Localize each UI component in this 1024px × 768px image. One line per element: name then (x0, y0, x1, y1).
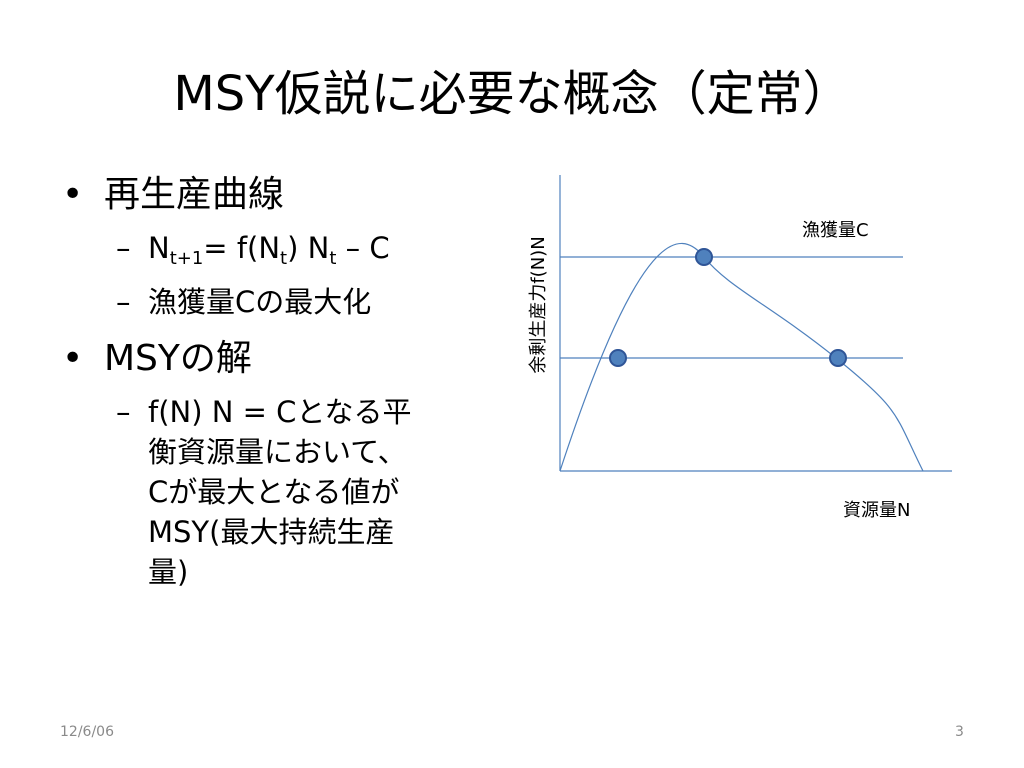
equilibrium-point-low (609, 349, 627, 367)
formula-sub: t (280, 248, 288, 269)
formula-part: = f(N (203, 231, 281, 265)
formula-part: ) N (287, 231, 330, 265)
y-axis-label: 余剰生産力f(N)N (528, 236, 549, 373)
sub-bullet-formula: – Nt+1= f(Nt) Nt – C (62, 228, 512, 268)
bullet-list: • 再生産曲線 – Nt+1= f(Nt) Nt – C – 漁獲量Cの最大化 … (62, 172, 512, 606)
sub-bullet-text: f(N) N = Cとなる平衡資源量において、Cが最大となる値がMSY(最大持続… (148, 395, 412, 589)
footer-date: 12/6/06 (60, 724, 114, 740)
surplus-production-chart: 漁獲量C 資源量N 余剰生産力f(N)N (528, 175, 952, 521)
formula-sub: t (329, 248, 337, 269)
dash-icon: – (116, 285, 131, 319)
formula-part: – C (336, 231, 390, 265)
sub-bullet: – f(N) N = Cとなる平衡資源量において、Cが最大となる値がMSY(最大… (62, 392, 418, 592)
formula-n: N (148, 231, 170, 265)
page-number: 3 (955, 724, 964, 740)
formula-sub: t+1 (169, 248, 204, 269)
sub-bullet: – 漁獲量Cの最大化 (62, 282, 512, 322)
bullet-item: • 再生産曲線 (62, 172, 512, 218)
bullet-icon: • (62, 338, 84, 379)
dash-icon: – (116, 395, 131, 429)
equilibrium-point-high (829, 349, 847, 367)
catch-label: 漁獲量C (802, 220, 869, 241)
bullet-text: 再生産曲線 (104, 174, 285, 215)
slide-title: MSY仮説に必要な概念（定常） (173, 66, 851, 122)
bullet-text: MSYの解 (104, 338, 252, 379)
bullet-icon: • (62, 174, 84, 215)
sub-bullet-text: 漁獲量Cの最大化 (148, 285, 372, 319)
msy-point (695, 248, 713, 266)
surplus-production-curve (559, 242, 924, 472)
bullet-item: • MSYの解 (62, 336, 512, 382)
dash-icon: – (116, 231, 131, 265)
x-axis-label: 資源量N (843, 500, 910, 521)
